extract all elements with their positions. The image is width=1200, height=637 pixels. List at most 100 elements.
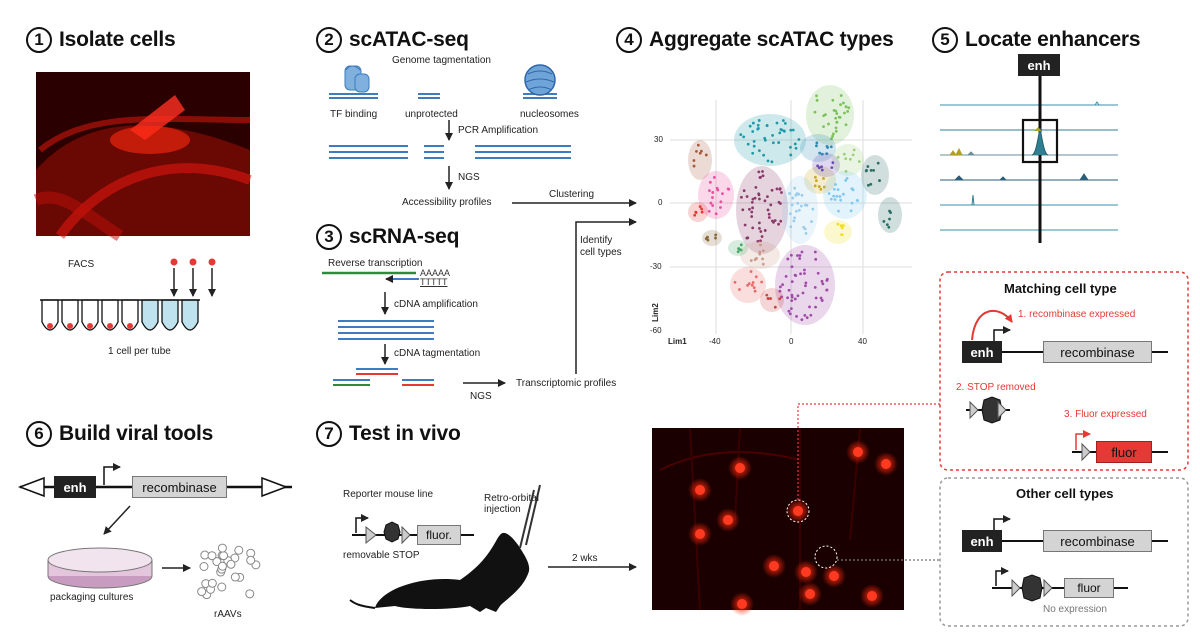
reporter-fluor-block: fluor. — [417, 525, 461, 545]
tube-caption: 1 cell per tube — [108, 346, 171, 357]
tube — [120, 300, 140, 330]
enhancer-tracks — [940, 76, 1118, 243]
step-2-header: 2 scATAC-seq — [316, 27, 469, 53]
tube — [160, 300, 180, 330]
tube — [80, 300, 100, 330]
y-tick: -60 — [650, 326, 662, 335]
tagmented-cdna — [333, 369, 434, 385]
step-title: Isolate cells — [59, 28, 175, 52]
umap-plot — [670, 85, 912, 334]
tissue-fluorescence-image — [36, 72, 250, 236]
x-tick: 40 — [858, 337, 867, 346]
cluster — [734, 114, 806, 166]
tube — [60, 300, 80, 330]
rna-ngs-label: NGS — [470, 391, 492, 402]
rna-reverse-transcription — [322, 273, 419, 279]
packaging-cultures-label: packaging cultures — [50, 592, 133, 603]
transcriptomic-profiles-label: Transcriptomic profiles — [516, 378, 616, 389]
step-4-header: 4 Aggregate scATAC types — [616, 27, 894, 53]
matching-enh-block: enh — [962, 341, 1002, 363]
neuron-fluorescence-image — [652, 428, 904, 616]
cluster — [728, 240, 748, 256]
other-fluor-block: fluor — [1064, 578, 1114, 598]
genome-tagmentation-label: Genome tagmentation — [392, 55, 491, 66]
cluster — [760, 288, 784, 312]
step-title: Build viral tools — [59, 422, 213, 446]
step-title: Locate enhancers — [965, 28, 1140, 52]
other-recombinase-block: recombinase — [1043, 530, 1152, 552]
cdna-strands — [338, 321, 434, 339]
cdna-amplification-label: cDNA amplification — [394, 299, 478, 310]
reverse-transcription-label: Reverse transcription — [328, 258, 422, 269]
x-tick: -40 — [709, 337, 721, 346]
matching-fluor-block: fluor — [1096, 441, 1152, 463]
step-number: 7 — [316, 421, 342, 447]
viral-enh-block: enh — [54, 476, 96, 498]
tf-binding-label: TF binding — [330, 109, 377, 120]
raav-particles — [198, 544, 260, 599]
cluster — [878, 197, 902, 233]
y-tick: 30 — [654, 135, 663, 144]
identify-cell-types-label: Identify cell types — [580, 235, 622, 259]
clustering-label: Clustering — [549, 189, 594, 200]
step-number: 5 — [932, 27, 958, 53]
step-7-header: 7 Test in vivo — [316, 421, 461, 447]
x-tick: 0 — [789, 337, 793, 346]
cluster — [688, 140, 712, 180]
y-tick: -30 — [650, 262, 662, 271]
y-tick: 0 — [658, 198, 662, 207]
cluster — [736, 166, 788, 254]
raavs-label: rAAVs — [214, 609, 242, 620]
matching-step-2: 2. STOP removed — [956, 382, 1036, 393]
amplified-fragments — [329, 146, 571, 158]
tube — [40, 300, 60, 330]
step-number: 2 — [316, 27, 342, 53]
cluster — [782, 176, 818, 244]
accessibility-profiles-label: Accessibility profiles — [402, 197, 491, 208]
other-title: Other cell types — [1016, 486, 1114, 501]
matching-step-3: 3. Fluor expressed — [1064, 409, 1147, 420]
polyt-label: TTTTT — [420, 277, 448, 287]
step-number: 3 — [316, 224, 342, 250]
step-3-header: 3 scRNA-seq — [316, 224, 459, 250]
step-title: Test in vivo — [349, 422, 461, 446]
nucleosome-glyph — [523, 65, 557, 98]
step-number: 1 — [26, 27, 52, 53]
cluster — [775, 245, 835, 325]
cluster — [688, 202, 708, 222]
step-number: 6 — [26, 421, 52, 447]
tube — [180, 300, 200, 330]
nucleosomes-label: nucleosomes — [520, 109, 579, 120]
viral-recombinase-block: recombinase — [132, 476, 227, 498]
cluster — [823, 171, 867, 219]
tube — [140, 300, 160, 330]
facs-sorting — [171, 259, 216, 297]
cdna-tagmentation-label: cDNA tagmentation — [394, 348, 480, 359]
tube — [100, 300, 120, 330]
unprotected-dna-glyph — [418, 94, 440, 98]
facs-label: FACS — [68, 259, 94, 270]
no-expression-label: No expression — [1043, 604, 1107, 615]
step-title: scATAC-seq — [349, 28, 469, 52]
step-title: Aggregate scATAC types — [649, 28, 894, 52]
enhancer-tag: enh — [1018, 54, 1060, 76]
matching-title: Matching cell type — [1004, 281, 1117, 296]
y-axis-label: Lim2 — [651, 303, 660, 322]
step-title: scRNA-seq — [349, 225, 459, 249]
step-1-header: 1 Isolate cells — [26, 27, 175, 53]
duration-label: 2 wks — [572, 553, 598, 564]
x-axis-label: Lim1 — [668, 337, 687, 346]
step-6-header: 6 Build viral tools — [26, 421, 213, 447]
petri-dish — [48, 548, 152, 588]
atac-ngs-label: NGS — [458, 172, 480, 183]
tube-row — [40, 300, 200, 330]
retro-orbital-label: Retro-orbital injection — [484, 493, 539, 515]
cluster — [702, 230, 722, 246]
unprotected-label: unprotected — [405, 109, 458, 120]
step-5-header: 5 Locate enhancers — [932, 27, 1140, 53]
other-enh-block: enh — [962, 530, 1002, 552]
matching-recombinase-block: recombinase — [1043, 341, 1152, 363]
pcr-label: PCR Amplification — [458, 125, 538, 136]
matching-step-1: 1. recombinase expressed — [1018, 309, 1135, 320]
removable-stop-label: removable STOP — [343, 550, 420, 561]
